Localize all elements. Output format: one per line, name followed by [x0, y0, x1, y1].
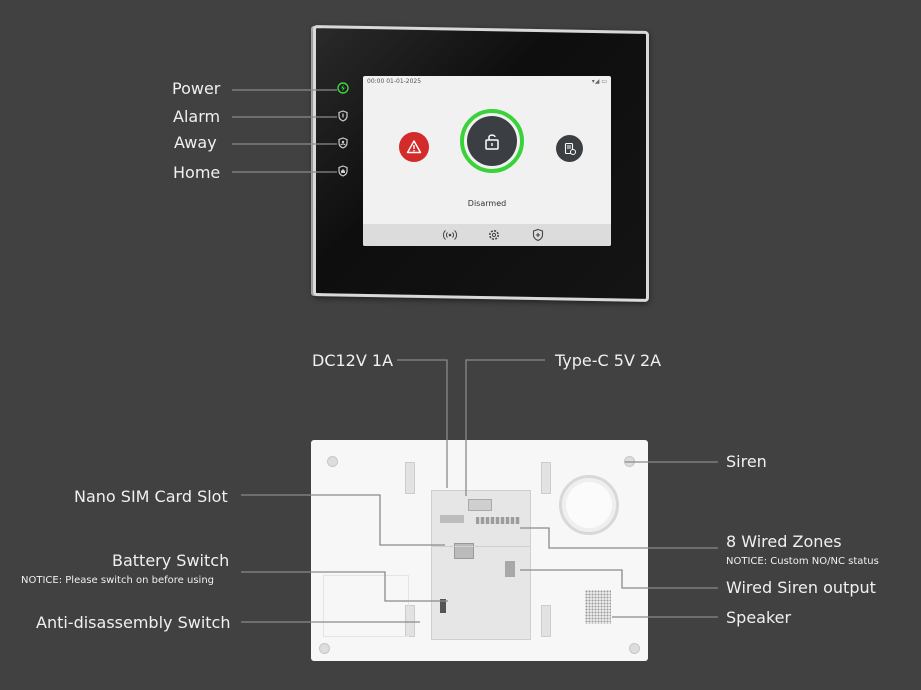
touch-screen[interactable]: 00:00 01-01-2025 ▾◢ ▭ Disarmed: [363, 76, 611, 246]
sim-card-slot: [454, 543, 474, 559]
callout-power: Power: [172, 79, 221, 98]
lock-button-face: [467, 116, 517, 166]
callout-alarm: Alarm: [173, 107, 221, 126]
broadcast-icon[interactable]: [443, 228, 457, 242]
callout-wired-zones: 8 Wired Zones: [726, 532, 842, 551]
callout-home: Home: [173, 163, 221, 182]
wired-zones-terminal: [476, 517, 520, 524]
log-icon: [564, 142, 576, 155]
screw: [319, 643, 330, 654]
callout-dc-power: DC12V 1A: [312, 351, 394, 370]
mount-hook: [541, 462, 551, 494]
battery-icon: ▭: [601, 78, 607, 85]
power-icon: [337, 82, 349, 94]
screw: [624, 456, 635, 467]
screw: [327, 456, 338, 467]
wired-siren-terminal: [505, 561, 515, 577]
speaker-grille: [585, 590, 611, 624]
callout-speaker: Speaker: [726, 608, 792, 627]
gear-icon[interactable]: [487, 228, 501, 242]
siren-grille: [559, 475, 619, 535]
warning-icon: [406, 140, 422, 154]
arm-status-text: Disarmed: [467, 199, 507, 208]
alarm-shield-icon: [338, 110, 348, 122]
battery-notice: NOTICE: Please switch on before using: [21, 575, 214, 586]
battery-switch[interactable]: [440, 599, 446, 613]
connector-cavity: [431, 490, 531, 640]
wifi-signal-icon: ▾◢: [591, 78, 600, 85]
arm-disarm-button[interactable]: [460, 109, 524, 173]
label-area: [323, 575, 409, 637]
screen-status-icons: ▾◢ ▭: [592, 78, 607, 85]
callout-sim-slot: Nano SIM Card Slot: [74, 487, 228, 506]
screen-bottom-bar: [363, 224, 611, 246]
callout-battery-switch: Battery Switch: [112, 551, 230, 570]
callout-wired-siren: Wired Siren output: [726, 578, 876, 597]
event-log-button[interactable]: [556, 135, 583, 162]
callout-siren: Siren: [726, 452, 767, 471]
callout-tamper-switch: Anti-disassembly Switch: [36, 613, 231, 632]
type-c-port: [468, 499, 492, 511]
mount-hook: [405, 462, 415, 494]
shield-plus-icon[interactable]: [531, 228, 545, 242]
screw: [629, 643, 640, 654]
callout-type-c: Type-C 5V 2A: [555, 351, 662, 370]
battery-bay: [432, 546, 530, 639]
panic-alarm-button[interactable]: [399, 132, 429, 162]
screen-datetime: 00:00 01-01-2025: [367, 78, 422, 85]
back-panel: [311, 440, 648, 661]
home-shield-icon: [338, 165, 348, 177]
unlock-icon: [485, 134, 499, 150]
mount-hook: [541, 605, 551, 637]
mount-hook: [405, 605, 415, 637]
callout-away: Away: [174, 133, 217, 152]
zones-notice: NOTICE: Custom NO/NC status: [726, 556, 879, 567]
dc-power-jack: [440, 515, 464, 523]
away-shield-icon: [338, 137, 348, 149]
